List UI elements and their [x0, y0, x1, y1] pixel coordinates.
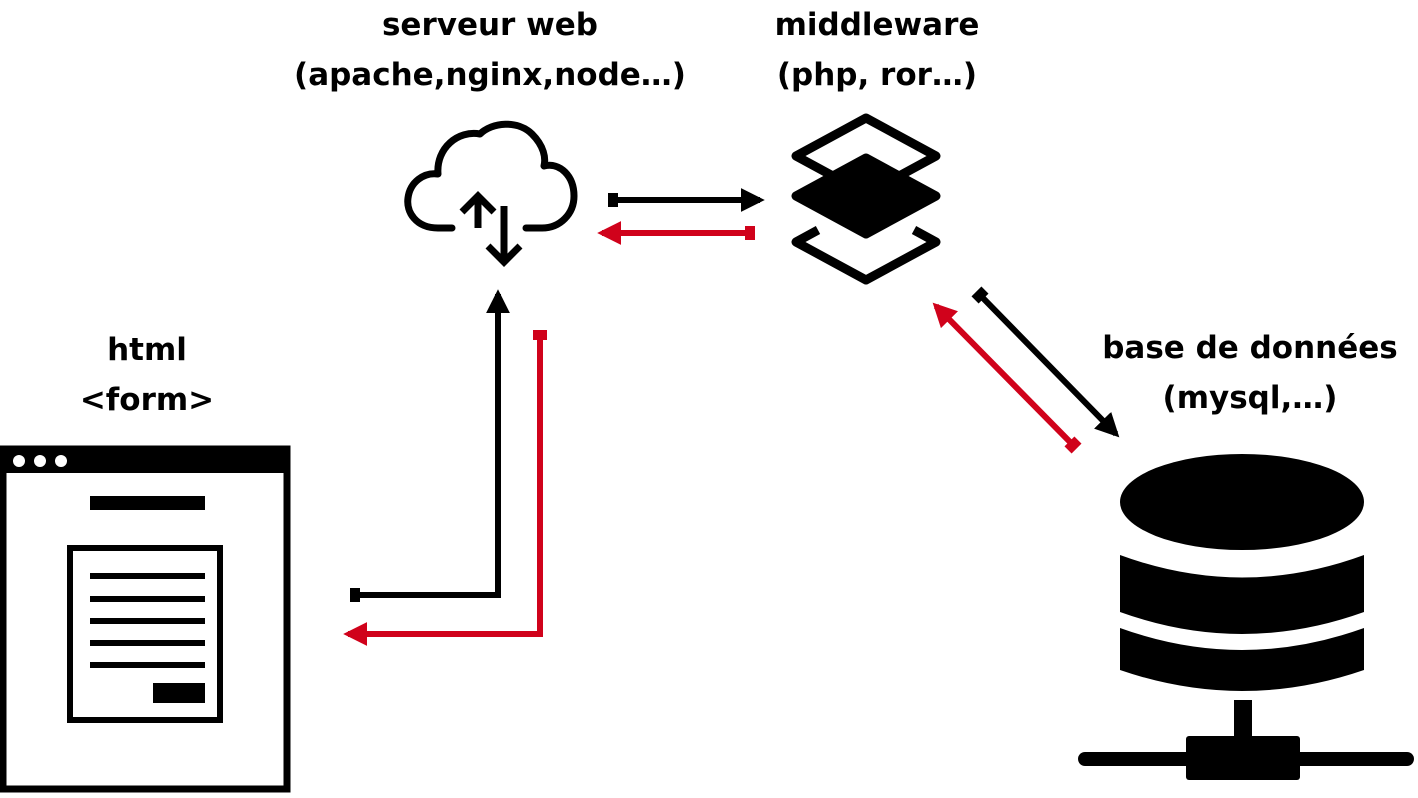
- cloud-upload-download-icon: [404, 120, 578, 267]
- request-arrow-browser-to-server: [350, 289, 510, 602]
- response-arrow-database-to-middleware: [932, 302, 1082, 454]
- server-label: serveur web (apache,nginx,node…): [290, 0, 690, 100]
- browser-form-icon: [0, 445, 291, 793]
- middleware-label: middleware (php, ror…): [727, 0, 1027, 100]
- html-label: html <form>: [47, 325, 247, 425]
- database-subtitle: (mysql,…): [1162, 380, 1338, 416]
- server-title: serveur web: [381, 7, 598, 43]
- database-title: base de données: [1102, 330, 1398, 366]
- database-label: base de données (mysql,…): [1085, 323, 1415, 423]
- middleware-subtitle: (php, ror…): [776, 57, 978, 93]
- layers-icon: [791, 113, 941, 285]
- response-arrow-middleware-to-server: [597, 221, 755, 245]
- request-arrow-middleware-to-database: [971, 286, 1120, 438]
- server-subtitle: (apache,nginx,node…): [294, 57, 686, 93]
- html-title: html: [107, 332, 187, 368]
- html-subtitle: <form>: [79, 382, 215, 418]
- database-server-icon: [1078, 454, 1414, 780]
- response-arrow-server-to-browser: [343, 330, 547, 646]
- middleware-title: middleware: [774, 7, 980, 43]
- request-arrow-server-to-middleware: [608, 188, 765, 212]
